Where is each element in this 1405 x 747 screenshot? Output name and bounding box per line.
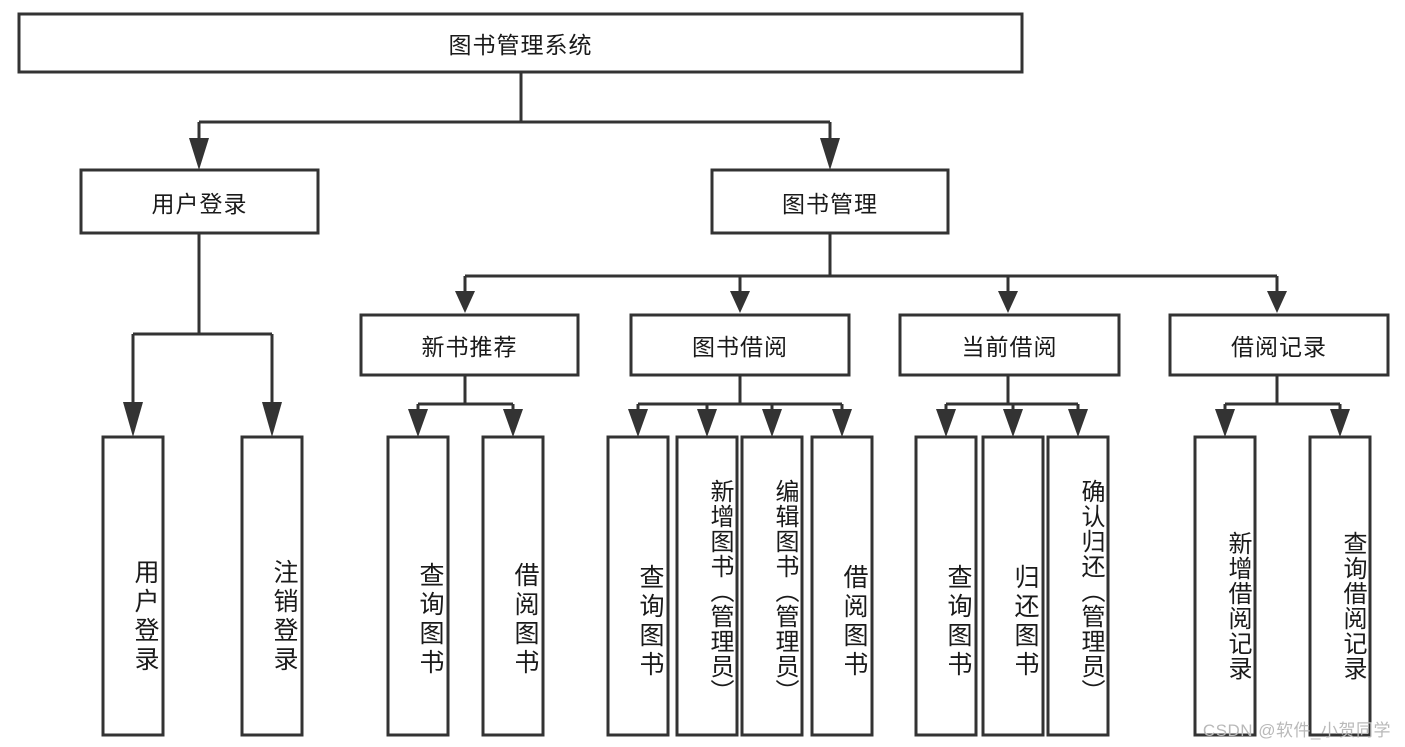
node-leaf-return-book-box[interactable] — [981, 435, 1045, 737]
arrow-head-leaf-confirm-return — [1068, 409, 1088, 437]
arrow-head-leaf-add-book — [697, 409, 717, 437]
node-leaf-user-login-box[interactable] — [101, 435, 165, 737]
node-leaf-confirm-return-box[interactable] — [1046, 435, 1110, 737]
csdn-watermark: CSDN @软件_小贺同学 — [1202, 721, 1391, 740]
arrow-head-leaf-query-record — [1330, 409, 1350, 437]
arrow-head-book-management — [820, 138, 840, 170]
arrow-head-book-borrow — [730, 291, 750, 313]
node-leaf-borrow-book-1-box[interactable] — [481, 435, 545, 737]
node-user-login-box[interactable] — [79, 168, 320, 235]
arrow-head-leaf-query-book-3 — [936, 409, 956, 437]
arrow-head-leaf-borrow-book-2 — [832, 409, 852, 437]
node-leaf-logout-login-box[interactable] — [240, 435, 304, 737]
arrow-head-user-login — [189, 138, 209, 170]
arrow-head-leaf-return-book — [1003, 409, 1023, 437]
node-borrow-record-box[interactable] — [1168, 313, 1390, 377]
node-leaf-query-record-box[interactable] — [1308, 435, 1372, 737]
arrow-head-new-book-recommend — [455, 291, 475, 313]
node-leaf-query-book-1-box[interactable] — [386, 435, 450, 737]
arrow-head-leaf-add-record — [1215, 409, 1235, 437]
arrow-head-leaf-edit-book — [762, 409, 782, 437]
arrow-head-current-borrow — [998, 291, 1018, 313]
arrow-head-leaf-user-login — [123, 402, 143, 437]
arrow-head-leaf-query-book-2 — [628, 409, 648, 437]
node-leaf-query-book-3-box[interactable] — [914, 435, 978, 737]
arrow-head-leaf-logout-login — [262, 402, 282, 437]
arrow-head-borrow-record — [1267, 291, 1287, 313]
node-book-management-box[interactable] — [710, 168, 950, 235]
node-new-book-recommend-box[interactable] — [359, 313, 580, 377]
arrow-head-leaf-borrow-book-1 — [503, 409, 523, 437]
node-leaf-query-book-2-box[interactable] — [606, 435, 670, 737]
node-leaf-borrow-book-2-box[interactable] — [810, 435, 874, 737]
node-leaf-edit-book-box[interactable] — [740, 435, 804, 737]
node-leaf-add-record-box[interactable] — [1193, 435, 1257, 737]
node-root-box[interactable] — [17, 12, 1024, 74]
node-leaf-add-book-box[interactable] — [675, 435, 739, 737]
node-book-borrow-box[interactable] — [629, 313, 851, 377]
arrow-head-leaf-query-book-1 — [408, 409, 428, 437]
node-current-borrow-box[interactable] — [898, 313, 1121, 377]
